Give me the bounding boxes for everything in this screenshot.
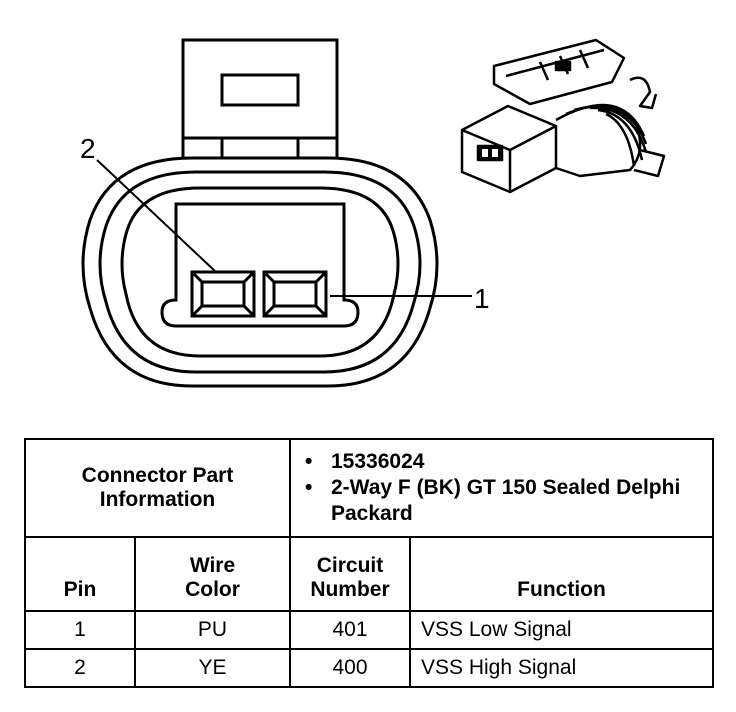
connector-part-label-text: Connector Part Information <box>81 463 234 511</box>
terminal-pin-1 <box>262 270 328 318</box>
wire-color-cell: PU <box>134 610 291 650</box>
function-cell: VSS Low Signal <box>408 610 715 650</box>
connector-body-outline <box>81 156 439 388</box>
connector-part-label: Connector Part Information <box>24 438 291 538</box>
pin-cell: 2 <box>24 648 136 688</box>
wire-color-cell: YE <box>134 648 291 688</box>
column-header-circuit-number: Circuit Number <box>289 536 411 612</box>
column-header-wire-color: Wire Color <box>134 536 291 612</box>
part-info-list: 15336024 2-Way F (BK) GT 150 Sealed Delp… <box>301 449 702 528</box>
circuit-number-cell: 400 <box>289 648 411 688</box>
connector-isometric-illustration <box>460 38 666 194</box>
circuit-number-cell: 401 <box>289 610 411 650</box>
column-header-circuit-number-text: Circuit Number <box>310 553 390 601</box>
part-info-cell: 15336024 2-Way F (BK) GT 150 Sealed Delp… <box>288 438 715 538</box>
connector-info-table: Connector Part Information 15336024 2-Wa… <box>24 438 715 688</box>
table-row: 1 PU 401 VSS Low Signal <box>24 610 715 650</box>
terminal-cavity <box>160 202 360 328</box>
column-header-pin: Pin <box>24 536 136 612</box>
callout-pin-1: 1 <box>474 283 490 314</box>
connector-description: 2-Way F (BK) GT 150 Sealed Delphi Packar… <box>305 475 702 528</box>
column-header-function: Function <box>408 536 715 612</box>
terminal-pin-2 <box>190 270 256 318</box>
column-header-wire-color-text: Wire Color <box>185 553 240 601</box>
function-cell: VSS High Signal <box>408 648 715 688</box>
column-header-row: Pin Wire Color Circuit Number Function <box>24 536 715 612</box>
connector-diagram: 2 1 <box>80 38 666 388</box>
part-number: 15336024 <box>305 449 702 476</box>
callout-pin-2: 2 <box>80 133 96 164</box>
table-row: 2 YE 400 VSS High Signal <box>24 648 715 688</box>
pin-cell: 1 <box>24 610 136 650</box>
leader-line-pin-2 <box>96 159 217 273</box>
part-info-row: Connector Part Information 15336024 2-Wa… <box>24 438 715 538</box>
